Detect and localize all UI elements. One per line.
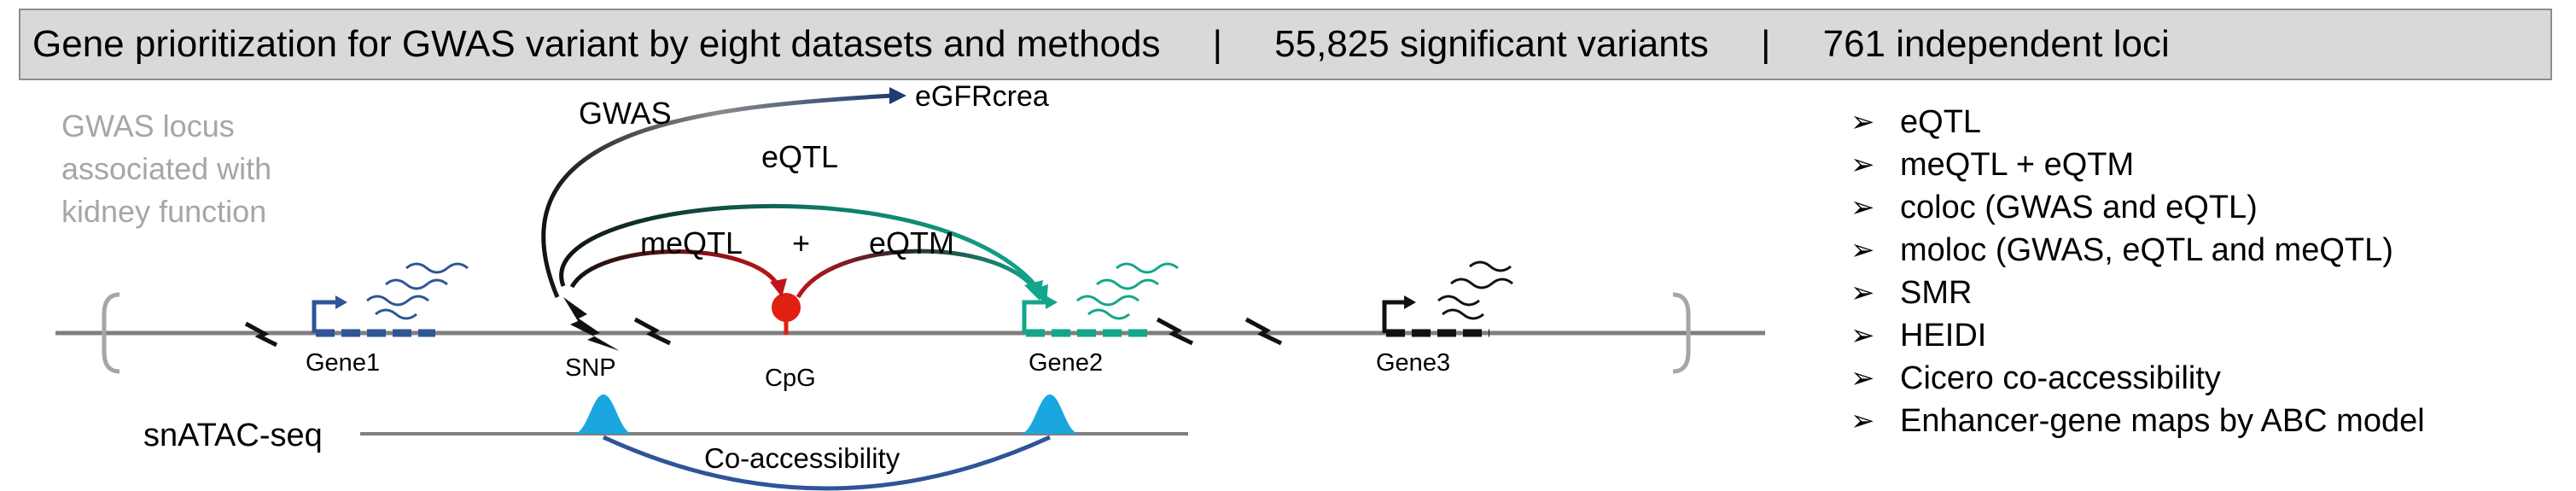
arrow-bullet-icon: ➢ (1850, 149, 1875, 181)
arrow-bullet-icon: ➢ (1850, 277, 1875, 309)
coaccessibility-label: Co-accessibility (704, 442, 900, 474)
methods-list: ➢ eQTL ➢ meQTL + eQTM ➢ coloc (GWAS and eQT… (1850, 101, 2425, 442)
locus-note-line-1: GWAS locus (61, 108, 235, 143)
snatac-peak-snp (574, 395, 633, 434)
snatac-peak-gene2 (1020, 395, 1080, 434)
method-label: Enhancer-gene maps by ABC model (1900, 403, 2425, 439)
eqtm-arrow (796, 248, 1036, 299)
method-item: ➢ SMR (1850, 272, 2425, 314)
egfr-label: eGFRcrea (915, 80, 1049, 113)
gwas-arrow (541, 93, 893, 298)
variant-mark (1244, 317, 1283, 346)
gwas-arrowhead (889, 87, 906, 104)
method-label: eQTL (1900, 104, 1982, 140)
method-item: ➢ Enhancer-gene maps by ABC model (1850, 400, 2425, 442)
gene2-label: Gene2 (1029, 349, 1103, 377)
method-item: ➢ Cicero co-accessibility (1850, 357, 2425, 400)
gwas-label: GWAS (579, 96, 672, 131)
locus-note-line-2: associated with (61, 151, 271, 186)
method-label: meQTL + eQTM (1900, 147, 2135, 183)
gene2-icon (1022, 262, 1179, 337)
snatac-label: snATAC-seq (143, 418, 323, 453)
variant-mark (244, 321, 278, 348)
snp-lightning-icon (563, 297, 620, 351)
eqtl-label: eQTL (761, 139, 838, 174)
gene3-label: Gene3 (1376, 349, 1450, 377)
right-bracket (1672, 292, 1691, 374)
locus-note-line-3: kidney function (61, 194, 266, 229)
variant-mark (633, 317, 672, 346)
arrow-bullet-icon: ➢ (1850, 405, 1875, 437)
gene1-label: Gene1 (306, 349, 380, 377)
arrow-bullet-icon: ➢ (1850, 362, 1875, 395)
method-item: ➢ HEIDI (1850, 314, 2425, 357)
banner-variants: 55,825 significant variants (1274, 23, 1709, 65)
method-label: SMR (1900, 275, 1973, 311)
method-label: moloc (GWAS, eQTL and meQTL) (1900, 232, 2393, 268)
coaccessibility-arc (602, 435, 1052, 491)
cpg-label: CpG (765, 365, 816, 392)
eqtl-arrow (559, 204, 1041, 292)
arrow-bullet-icon: ➢ (1850, 234, 1875, 266)
gene-prioritization-diagram: GWAS locus associated with kidney functi… (55, 80, 1765, 491)
meqtl-arrow (569, 249, 781, 289)
gene1-icon (312, 262, 469, 337)
cpg-icon (772, 293, 801, 322)
method-item: ➢ meQTL + eQTM (1850, 143, 2425, 186)
arrow-bullet-icon: ➢ (1850, 191, 1875, 224)
method-item: ➢ coloc (GWAS and eQTL) (1850, 186, 2425, 229)
method-label: Cicero co-accessibility (1900, 360, 2221, 396)
eqtm-arrowhead (1024, 280, 1043, 301)
meqtl-arrowhead (770, 278, 787, 297)
snp-label: SNP (565, 354, 616, 382)
gene3-icon (1382, 260, 1513, 337)
arrow-bullet-icon: ➢ (1850, 319, 1875, 352)
plus-label: + (792, 225, 810, 260)
banner-separator: | (1761, 23, 1771, 65)
method-label: coloc (GWAS and eQTL) (1900, 190, 2258, 225)
arrow-bullet-icon: ➢ (1850, 106, 1875, 138)
left-bracket (102, 292, 120, 374)
meqtl-label: meQTL (640, 225, 743, 260)
method-label: HEIDI (1900, 318, 1987, 354)
title-banner: Gene prioritization for GWAS variant by … (19, 9, 2552, 80)
eqtm-label: eQTM (869, 225, 954, 260)
banner-title: Gene prioritization for GWAS variant by … (32, 23, 1161, 65)
method-item: ➢ moloc (GWAS, eQTL and meQTL) (1850, 229, 2425, 272)
banner-separator: | (1212, 23, 1223, 65)
method-item: ➢ eQTL (1850, 101, 2425, 143)
variant-mark (1156, 317, 1194, 346)
banner-loci: 761 independent loci (1822, 23, 2170, 65)
